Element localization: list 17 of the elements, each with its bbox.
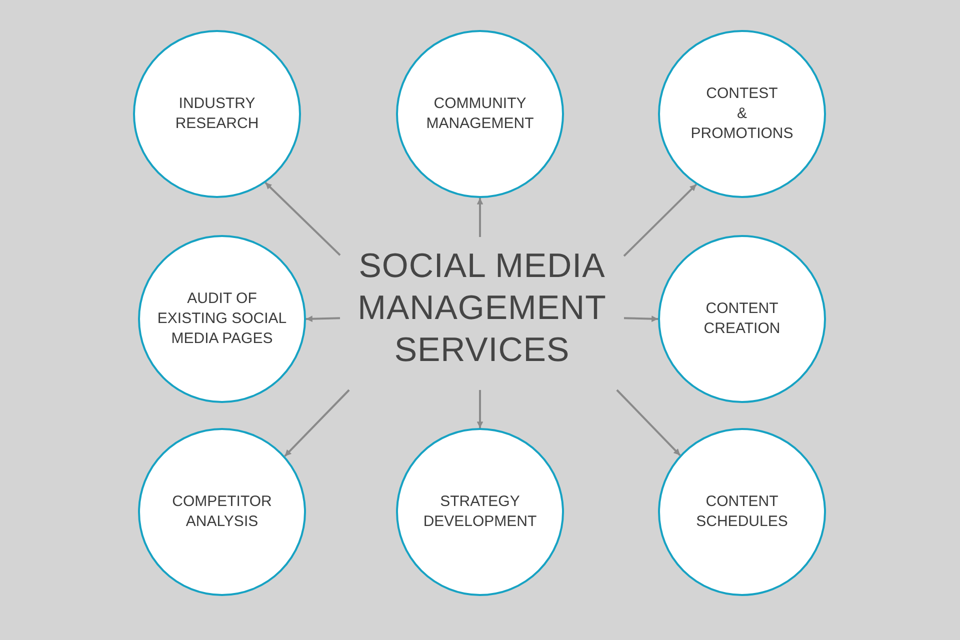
center-title: SOCIAL MEDIA MANAGEMENT SERVICES bbox=[356, 246, 608, 371]
connector-arrow bbox=[476, 390, 484, 428]
connector-arrow bbox=[284, 389, 350, 457]
service-label: AUDIT OF EXISTING SOCIAL MEDIA PAGES bbox=[156, 289, 288, 349]
service-label: CONTEST & PROMOTIONS bbox=[690, 84, 794, 144]
service-label: COMPETITOR ANALYSIS bbox=[171, 492, 273, 532]
service-label: CONTENT SCHEDULES bbox=[695, 492, 789, 532]
service-label: STRATEGY DEVELOPMENT bbox=[422, 492, 538, 532]
service-label: INDUSTRY RESEARCH bbox=[174, 94, 260, 134]
connector-arrow bbox=[476, 198, 484, 237]
connector-arrow bbox=[623, 184, 697, 257]
service-label: CONTENT CREATION bbox=[702, 299, 782, 339]
connector-arrow bbox=[624, 316, 658, 322]
connector-arrow bbox=[264, 182, 341, 256]
connector-arrow bbox=[306, 316, 340, 322]
service-label: COMMUNITY MANAGEMENT bbox=[425, 94, 535, 134]
connector-arrow bbox=[616, 389, 681, 456]
